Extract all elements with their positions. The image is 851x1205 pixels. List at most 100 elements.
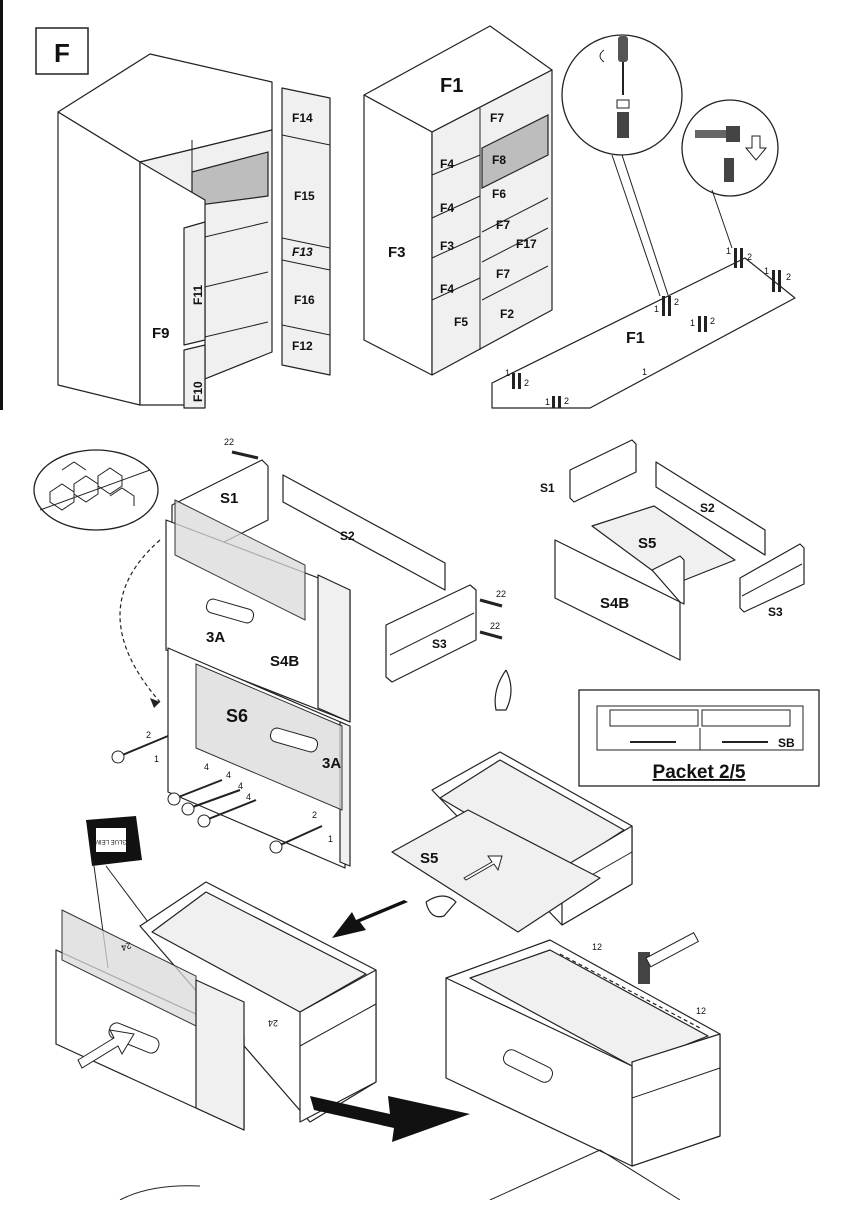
fitting-marks: 1 2 1 2 1 2 1 2 1 2 1 2 — [505, 246, 791, 408]
label-f13: F13 — [292, 245, 313, 259]
hand-icon — [425, 895, 457, 918]
screwdriver-detail-circle — [561, 34, 683, 156]
handle-icon — [205, 598, 255, 624]
svg-text:1: 1 — [505, 368, 510, 378]
count-12-b: 12 — [696, 1006, 706, 1016]
panel-s2: S2 — [282, 474, 446, 591]
label-s4b: S4B — [270, 653, 299, 670]
svg-text:1: 1 — [764, 266, 769, 276]
label-f12: F12 — [292, 339, 313, 353]
svg-text:1: 1 — [545, 397, 550, 407]
left-edge-bar — [0, 0, 3, 410]
honeycomb-detail-circle — [33, 449, 159, 531]
svg-text:2: 2 — [674, 297, 679, 307]
svg-text:4: 4 — [204, 762, 209, 772]
count-22-a: 22 — [224, 437, 234, 447]
svg-text:2: 2 — [747, 252, 752, 262]
fitting-detail-circle — [681, 99, 779, 197]
svg-text:2: 2 — [524, 378, 529, 388]
label-s6: S6 — [226, 706, 248, 726]
label-f9: F9 — [152, 325, 170, 342]
cam-bolt-icon — [695, 130, 731, 138]
svg-text:2: 2 — [710, 316, 715, 326]
shelving-unit: F1 F3 F7 F8 F4 F6 F4 F7 F17 F3 F7 F4 F5 … — [363, 25, 553, 376]
svg-text:24: 24 — [268, 1018, 278, 1028]
packet-info-box: SB Packet 2/5 — [578, 689, 820, 787]
label-f7-c: F7 — [496, 267, 510, 281]
label-f7-b: F7 — [496, 218, 510, 232]
drawer-handle-icon — [108, 1022, 160, 1054]
packet-label: Packet 2/5 — [653, 762, 746, 783]
svg-text:1: 1 — [726, 246, 731, 256]
drawer-assembly: 24 24 — [55, 881, 377, 1131]
overview-s2: S2 — [700, 501, 715, 515]
svg-text:4: 4 — [238, 781, 243, 791]
label-f11: F11 — [191, 285, 205, 305]
count-1: 1 — [154, 754, 159, 764]
label-f6: F6 — [492, 187, 506, 201]
down-arrow-icon — [744, 135, 768, 161]
label-f3-small: F3 — [440, 239, 454, 253]
panel-s4b: 3A S4B — [165, 499, 351, 723]
label-f1-panel: F1 — [626, 330, 645, 347]
glue-label: GLUE LEIM — [95, 838, 127, 844]
panel-s3: S3 22 22 — [385, 584, 512, 711]
partial-panel-bottom — [489, 1149, 681, 1201]
label-f17: F17 — [516, 237, 537, 251]
label-f14: F14 — [292, 111, 313, 125]
label-s3: S3 — [432, 637, 447, 651]
label-s2: S2 — [340, 529, 355, 543]
label-f5: F5 — [454, 315, 468, 329]
section-letter-box: F — [35, 27, 89, 75]
screwdriver-icons — [111, 735, 323, 854]
svg-text:2: 2 — [312, 810, 317, 820]
rotate-arrow-icon — [599, 49, 605, 63]
panel-f1: F1 1 1 2 1 2 1 2 1 2 1 2 1 2 — [491, 246, 796, 409]
svg-text:24: 24 — [120, 940, 133, 953]
label-3a: 3A — [206, 629, 225, 646]
count-12-a: 12 — [592, 942, 602, 952]
count-22-b: 22 — [496, 589, 506, 599]
side-panel-strip: F14 F15 F13 F16 F12 — [281, 87, 331, 376]
svg-text:2: 2 — [564, 396, 569, 406]
svg-text:4: 4 — [246, 792, 251, 802]
label-f4-a: F4 — [440, 157, 454, 171]
svg-text:4: 4 — [226, 770, 231, 780]
svg-text:1: 1 — [654, 304, 659, 314]
down-left-arrow — [332, 900, 408, 938]
label-f3: F3 — [388, 244, 406, 261]
wardrobe-left: F9 F11 F10 — [57, 53, 273, 409]
flip-arrow — [119, 539, 161, 703]
glue-icon: GLUE LEIM — [86, 816, 142, 866]
count-2: 2 — [146, 730, 151, 740]
label-f15: F15 — [294, 189, 315, 203]
label-f4-b: F4 — [440, 201, 454, 215]
svg-text:1: 1 — [690, 318, 695, 328]
count-22-c: 22 — [490, 621, 500, 631]
push-arrow-icon — [77, 1029, 135, 1069]
partial-circle-bottom — [119, 1185, 201, 1201]
hand-screwdriver-icon — [494, 669, 512, 711]
arrow-num: 1 — [642, 367, 647, 377]
label-f1-top: F1 — [440, 75, 463, 97]
label-f7-a: F7 — [490, 111, 504, 125]
panel-front-glass: S6 3A 2 1 4 4 4 4 2 1 — [111, 647, 351, 869]
svg-text:1: 1 — [328, 834, 333, 844]
right-arrow — [310, 1096, 470, 1142]
label-f8: F8 — [492, 153, 506, 167]
drawer-s5-insert: S5 — [391, 751, 633, 933]
parts-overview: S1 S2 S5 S4B S3 — [540, 439, 805, 661]
drawer-final: 12 12 — [445, 931, 721, 1167]
overview-s5: S5 — [638, 535, 656, 552]
svg-text:2: 2 — [786, 272, 791, 282]
overview-s4b: S4B — [600, 595, 629, 612]
overview-s3: S3 — [768, 605, 783, 619]
label-f4-c: F4 — [440, 282, 454, 296]
packet-code: SB — [778, 736, 795, 750]
label-s5: S5 — [420, 850, 438, 867]
spring-dowel-icon — [724, 158, 734, 182]
section-letter: F — [54, 38, 70, 68]
overview-s1: S1 — [540, 481, 555, 495]
